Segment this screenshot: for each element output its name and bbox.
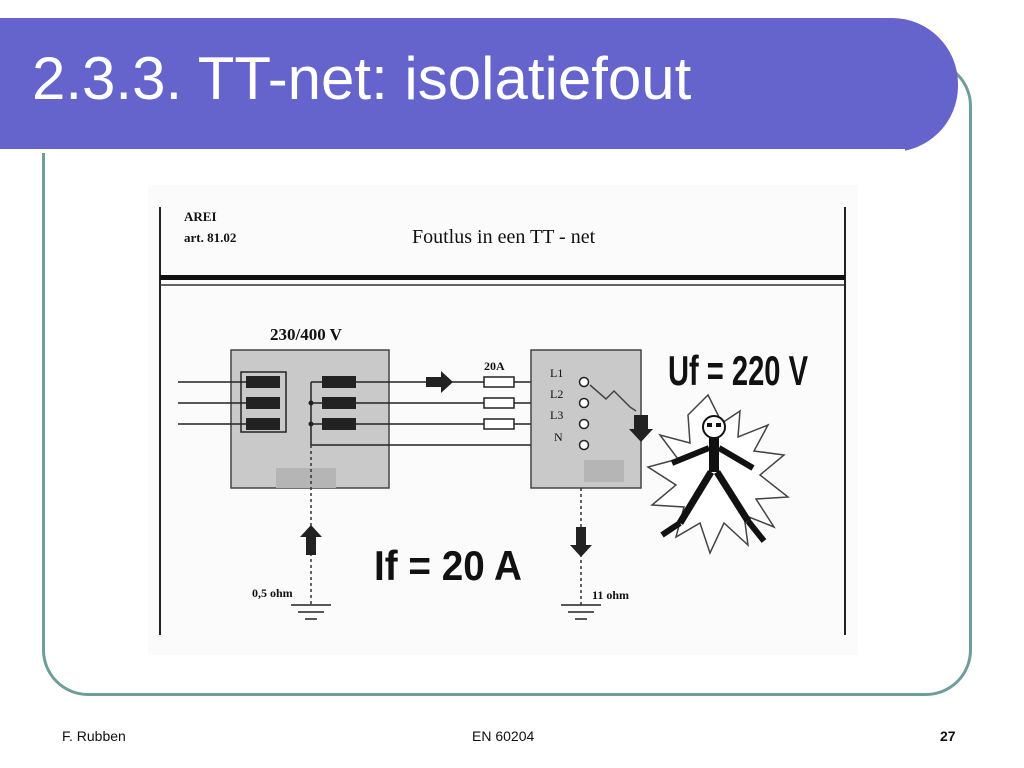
terminal-label-n: N (554, 430, 563, 444)
primary-winding-3 (246, 418, 280, 430)
terminal-l2 (578, 397, 590, 409)
primary-winding-1 (246, 376, 280, 388)
fault-current-arrow (426, 371, 453, 393)
consumer-shade (584, 460, 624, 482)
secondary-winding-2 (322, 397, 356, 409)
scanned-diagram: AREI art. 81.02 Foutlus in een TT - net … (148, 185, 858, 655)
terminal-n (578, 439, 590, 451)
fuse-l1 (483, 376, 515, 388)
consumer-earth-current-arrow (570, 527, 592, 557)
terminal-label-l2: L2 (550, 387, 563, 401)
title-underline (0, 149, 905, 153)
transformer-shade (276, 468, 336, 488)
footer-standard: EN 60204 (472, 728, 535, 744)
source-earth-symbol-icon (291, 604, 331, 620)
terminal-l1 (578, 376, 590, 388)
header-arei: AREI (184, 209, 217, 224)
source-earth-current-arrow (300, 525, 322, 555)
terminal-l3 (578, 418, 590, 430)
star-node-dot (308, 400, 314, 406)
consumer-earth-symbol-icon (561, 604, 601, 620)
electrocuted-person-icon (646, 393, 791, 556)
header-rule-thick (160, 275, 845, 280)
terminal-label-l3: L3 (550, 408, 563, 422)
insulation-fault-zigzag (589, 384, 631, 408)
fuse-l3 (483, 418, 515, 430)
fuse-l2 (483, 397, 515, 409)
terminal-label-l1: L1 (550, 366, 563, 380)
consumer-earth-resistance-label: 11 ohm (592, 588, 629, 602)
fault-voltage-label: Uf = 220 V (668, 347, 808, 394)
footer-author: F. Rubben (62, 728, 126, 744)
diagram-title: Foutlus in een TT - net (412, 226, 596, 248)
title-band (0, 18, 958, 153)
transformer-voltage-label: 230/400 V (270, 325, 343, 344)
header-article: art. 81.02 (184, 230, 236, 245)
secondary-winding-3 (322, 418, 356, 430)
secondary-winding-1 (322, 376, 356, 388)
primary-winding-2 (246, 397, 280, 409)
fault-arrow-down (629, 415, 653, 442)
slide-title: 2.3.3. TT-net: isolatiefout (32, 45, 692, 112)
fault-current-label: If = 20 A (374, 542, 522, 589)
source-earth-resistance-label: 0,5 ohm (252, 586, 293, 600)
tt-fault-loop-diagram: AREI art. 81.02 Foutlus in een TT - net … (159, 207, 846, 635)
footer-page-number: 27 (940, 728, 956, 744)
primary-winding-frame (240, 371, 287, 433)
fuse-rating-label: 20A (484, 359, 505, 373)
